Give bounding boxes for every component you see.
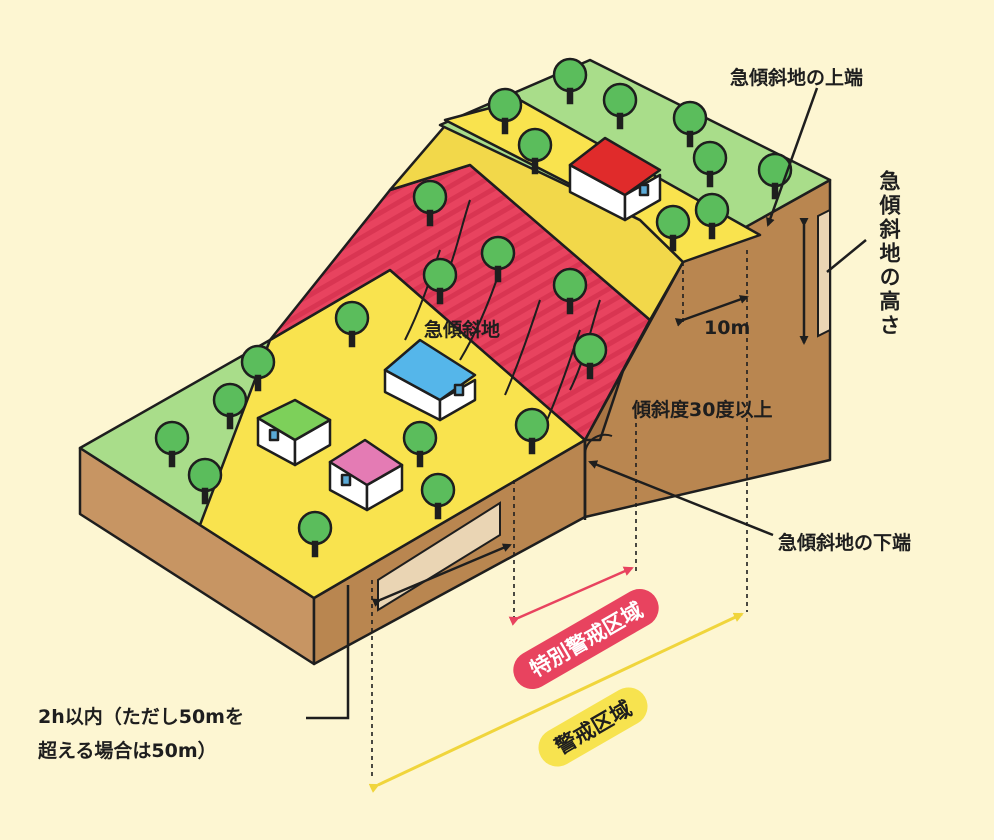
- top-edge-label: 急傾斜地の上端: [730, 67, 864, 89]
- house-pink: [328, 438, 404, 512]
- tree: [187, 457, 223, 505]
- tree: [334, 300, 370, 348]
- tree: [212, 382, 248, 430]
- height-label: 急傾斜地の高さ: [877, 170, 901, 338]
- tree: [412, 179, 448, 227]
- tree: [602, 82, 638, 130]
- distance-10m-label: 10m: [704, 317, 751, 339]
- tree: [672, 100, 708, 148]
- special-zone-arrow: [508, 566, 634, 626]
- house-blue: [383, 338, 477, 422]
- note-line-2: 超える場合は50m）: [38, 740, 217, 762]
- tree: [517, 127, 553, 175]
- bottom-edge-label: 急傾斜地の下端: [778, 532, 912, 554]
- tree: [552, 267, 588, 315]
- tree: [402, 420, 438, 468]
- tree: [480, 235, 516, 283]
- house-green: [256, 398, 332, 467]
- tree: [297, 510, 333, 558]
- note-line-1: 2h以内（ただし50mを: [38, 706, 244, 728]
- annotation-lines: [306, 87, 867, 720]
- trees: [154, 57, 793, 558]
- tree: [514, 407, 550, 455]
- tree: [655, 204, 691, 252]
- angle-label: 傾斜度30度以上: [632, 399, 773, 421]
- tree: [487, 87, 523, 135]
- tree: [694, 192, 730, 240]
- tree: [422, 257, 458, 305]
- tree: [572, 332, 608, 380]
- tree: [420, 472, 456, 520]
- slope-label: 急傾斜地: [424, 319, 501, 341]
- house-red: [568, 136, 662, 222]
- tree: [552, 57, 588, 105]
- tree: [692, 140, 728, 188]
- tree: [240, 344, 276, 392]
- tree: [154, 420, 190, 468]
- tree: [757, 152, 793, 200]
- warning-zone-arrow: [368, 612, 744, 793]
